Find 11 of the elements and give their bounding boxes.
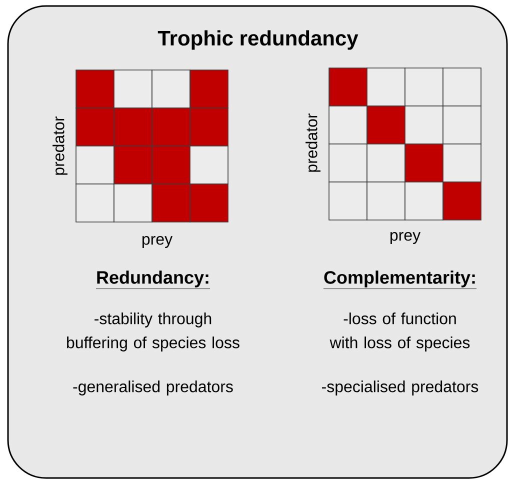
axis-label: predator [52, 116, 68, 175]
description: -generalised predators [73, 380, 233, 396]
axis-label: prey [390, 232, 421, 244]
title: Trophic redundancy [158, 30, 358, 50]
description: -specialised predators [322, 380, 478, 396]
axis-label: predator [306, 113, 320, 172]
axis-label: prey [142, 236, 173, 248]
description: -stability through buffering of species loss [67, 312, 240, 352]
heading: Redundancy: [96, 270, 210, 289]
description: -loss of function with loss of species [330, 312, 470, 352]
heading: Complementarity: [323, 270, 477, 289]
